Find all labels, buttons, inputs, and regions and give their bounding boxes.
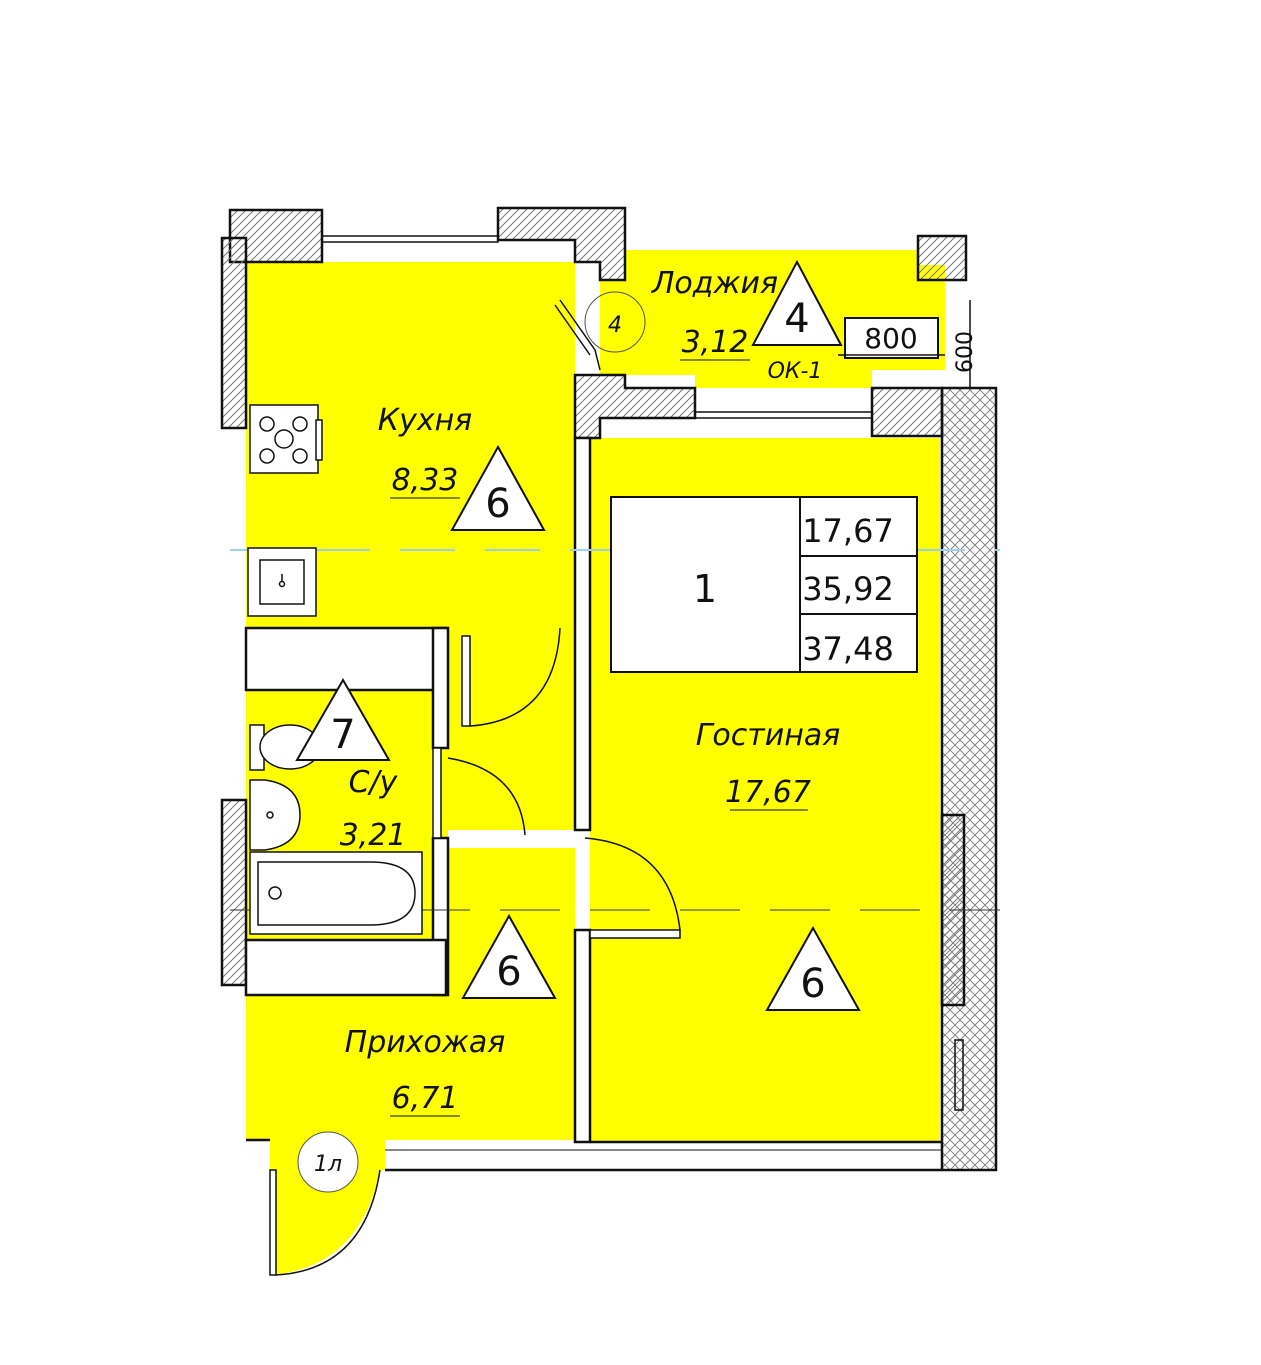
kitchen-finish-number: 6 bbox=[485, 481, 510, 527]
hallway-name: Прихожая bbox=[345, 1025, 506, 1060]
living-area-value: 17,67 bbox=[802, 512, 894, 550]
living-name: Гостиная bbox=[696, 718, 841, 753]
rooms-count: 1 bbox=[693, 567, 717, 611]
window-height: 600 bbox=[953, 331, 978, 373]
kitchen-sink-icon bbox=[247, 547, 317, 617]
hallway-finish-number: 6 bbox=[496, 949, 521, 995]
total-with-loggia-value: 37,48 bbox=[802, 630, 894, 668]
loggia-area: 3,12 bbox=[682, 325, 749, 360]
bathroom-area: 3,21 bbox=[340, 818, 407, 853]
living-finish-number: 6 bbox=[800, 961, 825, 1007]
loggia-door-tag-text: 4 bbox=[608, 313, 622, 338]
kitchen-area: 8,33 bbox=[392, 463, 459, 498]
kitchen-fill bbox=[246, 262, 575, 848]
bathroom-name: С/у bbox=[349, 765, 399, 800]
finish-markers bbox=[295, 259, 861, 1011]
loggia-finish-number: 4 bbox=[784, 296, 809, 342]
window-width: 800 bbox=[864, 322, 917, 355]
loggia-door-tag bbox=[584, 291, 646, 353]
entry-door-tag-text: 1л bbox=[314, 1152, 342, 1177]
window-spec: 800 ОК-1 600 bbox=[768, 300, 978, 388]
stove-icon bbox=[249, 404, 323, 474]
bathroom-finish-number: 7 bbox=[330, 712, 355, 758]
hallway-fill bbox=[246, 848, 575, 1170]
entry-door-tag bbox=[297, 1131, 359, 1193]
hallway-area: 6,71 bbox=[392, 1081, 459, 1116]
loggia-finish-triangle bbox=[751, 259, 843, 346]
window-tag: ОК-1 bbox=[768, 359, 823, 384]
total-area-value: 35,92 bbox=[802, 570, 894, 608]
living-finish-triangle bbox=[765, 925, 861, 1011]
kitchen-finish-triangle bbox=[450, 444, 546, 531]
bathtub-icon bbox=[249, 851, 423, 935]
loggia-name: Лоджия bbox=[651, 266, 778, 301]
doors bbox=[269, 299, 681, 1276]
walls bbox=[220, 206, 998, 1172]
living-area: 17,67 bbox=[725, 775, 811, 810]
kitchen-name: Кухня bbox=[378, 403, 472, 438]
bathroom-finish-triangle bbox=[295, 677, 391, 761]
washbasin-icon bbox=[249, 779, 301, 851]
hallway-finish-triangle bbox=[461, 913, 557, 999]
apartment-table: 1 17,67 35,92 37,48 bbox=[610, 496, 918, 673]
entry-door-swing bbox=[270, 1170, 380, 1275]
